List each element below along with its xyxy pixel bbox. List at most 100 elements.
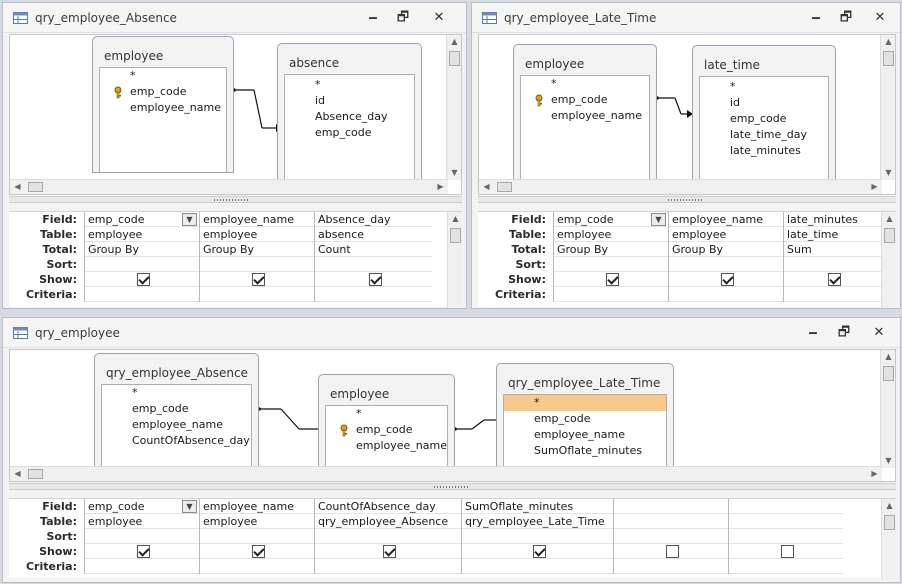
table-cell[interactable]: employee — [554, 227, 668, 242]
table-box-qry-employee-late-time[interactable]: qry_employee_Late_Time * emp_code employ… — [496, 363, 674, 481]
field-list[interactable]: * emp_code employee_name — [99, 67, 227, 172]
table-cell[interactable]: employee — [85, 227, 199, 242]
table-design-area[interactable]: employee * emp_code employee_name absenc… — [9, 34, 462, 195]
field-star[interactable]: * — [132, 386, 138, 399]
show-checkbox[interactable] — [368, 273, 382, 286]
query-window-late-time[interactable]: qry_employee_Late_Time 🗕 🗗 ✕ employee * … — [471, 2, 901, 309]
scroll-up-icon[interactable]: ▲ — [885, 352, 892, 361]
sort-cell[interactable] — [315, 529, 461, 544]
field-list[interactable]: * id Absence_day emp_code — [284, 74, 415, 194]
table-design-area[interactable]: employee * emp_code employee_name late_t… — [478, 34, 896, 195]
query-window-employee[interactable]: qry_employee 🗕 🗗 ✕ qry_employee_Absence … — [2, 317, 901, 583]
field-employee-name[interactable]: employee_name — [130, 101, 221, 114]
show-checkbox[interactable] — [252, 545, 265, 558]
sort-cell[interactable] — [85, 529, 199, 544]
field-employee-name[interactable]: employee_name — [551, 109, 642, 122]
field-emp-code[interactable]: emp_code — [551, 93, 608, 106]
table-cell[interactable] — [614, 514, 728, 529]
criteria-cell[interactable] — [85, 287, 199, 302]
grid-vertical-scrollbar[interactable]: ▲ — [881, 499, 896, 579]
splitter-grip[interactable] — [214, 199, 250, 201]
table-box-late-time[interactable]: late_time * id emp_code late_time_day la… — [692, 45, 836, 194]
field-cell[interactable]: emp_code▼ — [85, 212, 199, 227]
scroll-thumb[interactable] — [449, 51, 460, 66]
design-grid[interactable]: Field: Table: Sort: Show: Criteria: emp_… — [9, 498, 896, 579]
chevron-down-icon[interactable]: ▼ — [651, 213, 666, 226]
criteria-cell[interactable] — [200, 559, 314, 574]
total-cell[interactable]: Group By — [85, 242, 199, 257]
scroll-thumb[interactable] — [883, 51, 894, 66]
scroll-left-icon[interactable]: ◀ — [14, 182, 21, 191]
sort-cell[interactable] — [315, 257, 432, 272]
pane-splitter[interactable] — [9, 483, 896, 490]
field-sum-of-late-minutes[interactable]: SumOflate_minutes — [534, 444, 643, 457]
table-box-employee[interactable]: employee * emp_code employee_name — [92, 36, 234, 173]
criteria-cell[interactable] — [554, 287, 668, 302]
vertical-scrollbar[interactable]: ▲ ▼ — [880, 350, 895, 468]
sort-cell[interactable] — [729, 529, 843, 544]
titlebar[interactable]: qry_employee 🗕 🗗 ✕ — [3, 318, 900, 348]
chevron-down-icon[interactable]: ▼ — [182, 500, 197, 513]
criteria-cell[interactable] — [614, 559, 728, 574]
field-cell[interactable]: employee_name — [200, 499, 314, 514]
field-star[interactable]: * — [315, 78, 321, 91]
table-cell[interactable]: employee — [200, 514, 314, 529]
titlebar[interactable]: qry_employee_Late_Time 🗕 🗗 ✕ — [472, 3, 900, 33]
show-checkbox[interactable] — [827, 273, 841, 286]
sort-cell[interactable] — [200, 529, 314, 544]
show-checkbox[interactable] — [252, 273, 265, 286]
show-checkbox[interactable] — [383, 545, 396, 558]
total-cell[interactable]: Group By — [554, 242, 668, 257]
table-cell[interactable]: late_time — [784, 227, 881, 242]
field-cell[interactable]: CountOfAbsence_day — [315, 499, 461, 514]
restore-button[interactable]: 🗗 — [837, 325, 851, 340]
scroll-thumb[interactable] — [28, 469, 43, 479]
total-cell[interactable]: Count — [315, 242, 432, 257]
design-grid[interactable]: Field: Table: Total: Sort: Show: Criteri… — [478, 211, 896, 308]
table-box-absence[interactable]: absence * id Absence_day emp_code — [277, 43, 422, 194]
restore-button[interactable]: 🗗 — [839, 10, 853, 25]
criteria-cell[interactable] — [85, 559, 199, 574]
show-checkbox[interactable] — [532, 545, 546, 558]
show-checkbox[interactable] — [781, 545, 794, 558]
grid-column[interactable] — [728, 499, 843, 574]
scroll-thumb[interactable] — [883, 366, 894, 381]
field-id[interactable]: id — [315, 94, 326, 107]
minimize-button[interactable]: 🗕 — [368, 10, 378, 25]
scroll-thumb[interactable] — [28, 182, 43, 192]
scroll-up-icon[interactable]: ▲ — [885, 37, 892, 46]
pane-splitter[interactable] — [478, 196, 896, 203]
table-design-area[interactable]: qry_employee_Absence * emp_code employee… — [9, 349, 896, 482]
field-id[interactable]: id — [730, 96, 741, 109]
field-cell[interactable]: emp_code▼ — [554, 212, 668, 227]
scroll-right-icon[interactable]: ▶ — [437, 182, 444, 191]
horizontal-scrollbar[interactable]: ◀ ▶ — [10, 179, 448, 194]
scroll-down-icon[interactable]: ▼ — [451, 168, 458, 177]
criteria-cell[interactable] — [200, 287, 314, 302]
sort-cell[interactable] — [200, 257, 314, 272]
field-cell[interactable]: late_minutes — [784, 212, 881, 227]
sort-cell[interactable] — [462, 529, 613, 544]
close-button[interactable]: ✕ — [874, 10, 886, 25]
total-cell[interactable]: Group By — [669, 242, 783, 257]
table-cell[interactable]: employee — [85, 514, 199, 529]
field-cell[interactable]: employee_name — [200, 212, 314, 227]
criteria-cell[interactable] — [462, 559, 613, 574]
field-cell[interactable] — [729, 499, 843, 514]
chevron-down-icon[interactable]: ▼ — [182, 213, 197, 226]
grid-column[interactable]: employee_name employee Group By — [199, 212, 314, 302]
field-emp-code[interactable]: emp_code — [534, 412, 591, 425]
scroll-thumb[interactable] — [450, 228, 461, 243]
pane-splitter[interactable] — [9, 196, 462, 203]
show-checkbox[interactable] — [137, 545, 150, 558]
table-cell[interactable]: qry_employee_Late_Time — [462, 514, 613, 529]
horizontal-scrollbar[interactable]: ◀ ▶ — [10, 466, 882, 481]
design-grid[interactable]: Field: Table: Total: Sort: Show: Criteri… — [9, 211, 462, 308]
field-emp-code[interactable]: emp_code — [730, 112, 787, 125]
field-star[interactable]: * — [130, 69, 136, 82]
criteria-cell[interactable] — [729, 559, 843, 574]
grid-column[interactable]: employee_name employee — [199, 499, 314, 574]
splitter-grip[interactable] — [668, 199, 704, 201]
scroll-right-icon[interactable]: ▶ — [871, 182, 878, 191]
field-emp-code[interactable]: emp_code — [132, 402, 189, 415]
